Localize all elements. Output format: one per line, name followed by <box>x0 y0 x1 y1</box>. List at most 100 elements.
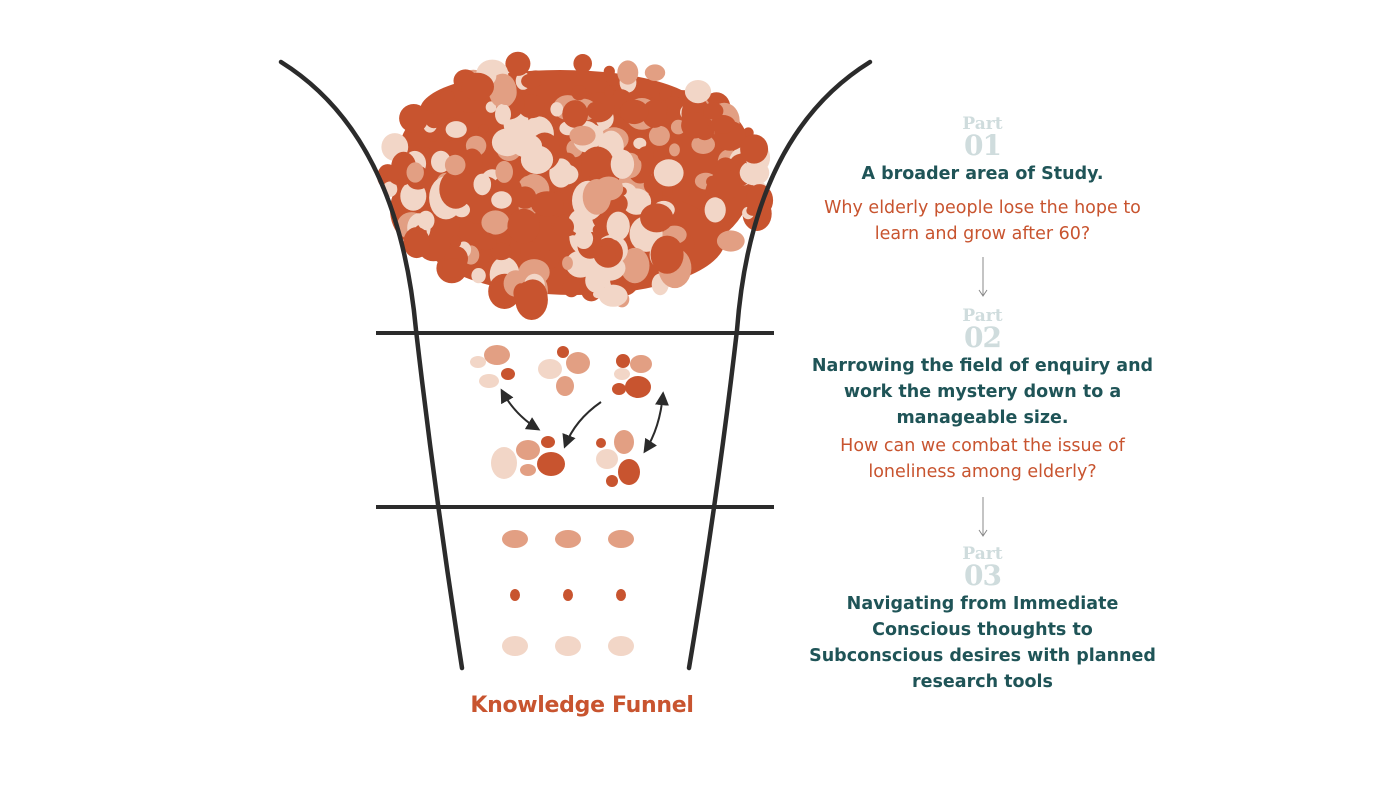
particle <box>618 459 640 485</box>
particle-row-3 <box>502 636 528 656</box>
particle <box>538 359 562 379</box>
particle <box>594 246 616 264</box>
particle <box>562 100 588 128</box>
particle-row-1 <box>608 530 634 548</box>
particle-row-3 <box>555 636 581 656</box>
particle <box>740 134 768 163</box>
particle <box>685 80 711 103</box>
particle <box>596 438 606 448</box>
particle <box>418 211 435 231</box>
particle <box>439 170 472 209</box>
particle <box>426 113 442 128</box>
curved-arrow-left <box>502 391 538 429</box>
particle <box>399 104 428 133</box>
part-01-number: 01 <box>790 133 1175 159</box>
part-02: Part 02 Narrowing the field of enquiry a… <box>790 307 1175 485</box>
particle <box>709 170 742 200</box>
particle <box>495 104 511 125</box>
part-03-number: 03 <box>790 563 1175 589</box>
particle <box>491 447 517 479</box>
particle <box>604 85 614 97</box>
funnel-particles <box>377 52 773 656</box>
particle-row-1 <box>502 530 528 548</box>
particle <box>516 440 540 460</box>
particle <box>612 383 626 395</box>
particle <box>501 368 515 380</box>
particle <box>475 232 497 250</box>
particle <box>651 236 684 274</box>
particle <box>575 229 594 249</box>
particle-row-2 <box>563 589 573 601</box>
particle <box>630 355 652 373</box>
particle <box>541 436 555 448</box>
particle <box>640 203 673 232</box>
particle-row-1 <box>555 530 581 548</box>
particle <box>606 475 618 487</box>
particle <box>705 197 726 222</box>
particle <box>495 161 513 183</box>
particle <box>520 242 540 262</box>
particle-row-2 <box>616 589 626 601</box>
particle <box>518 279 547 312</box>
part-02-heading: Narrowing the field of enquiry and work … <box>798 353 1168 431</box>
particle <box>596 449 618 469</box>
particle <box>556 376 574 396</box>
particle <box>521 74 541 89</box>
part-02-question: How can we combat the issue of lonelines… <box>798 433 1168 485</box>
particle <box>587 102 605 120</box>
particle <box>403 227 430 258</box>
particle <box>554 217 574 238</box>
particle <box>495 80 516 105</box>
particle <box>645 64 665 81</box>
particle <box>446 121 467 138</box>
particle <box>557 346 569 358</box>
particle <box>581 147 613 179</box>
part-01-question: Why elderly people lose the hope to lear… <box>803 195 1163 247</box>
curved-arrow-middle <box>565 402 601 446</box>
particle <box>669 143 680 156</box>
particle <box>445 155 466 175</box>
particle <box>666 96 682 110</box>
particle <box>611 150 634 179</box>
particle-row-2 <box>510 589 520 601</box>
particle <box>703 102 723 119</box>
parts-panel: Part 01 A broader area of Study. Why eld… <box>790 115 1175 695</box>
particle <box>470 356 486 368</box>
particle <box>481 210 509 234</box>
particle <box>717 230 745 251</box>
particle <box>583 179 611 215</box>
particle <box>478 125 489 134</box>
particle <box>531 191 564 216</box>
particle <box>556 165 578 185</box>
particle <box>620 100 649 124</box>
particle <box>625 376 651 398</box>
particle <box>649 126 670 146</box>
particle <box>638 146 654 163</box>
particle <box>614 430 634 454</box>
particle <box>573 54 592 73</box>
particle <box>442 258 464 277</box>
particle <box>617 60 638 84</box>
down-arrow-icon <box>977 255 989 299</box>
particle <box>471 268 485 283</box>
particle <box>505 52 530 76</box>
part-03: Part 03 Navigating from Immediate Consci… <box>790 545 1175 695</box>
particle <box>461 73 494 101</box>
particle <box>616 354 630 368</box>
particle <box>607 212 630 241</box>
particle <box>484 345 510 365</box>
part-01: Part 01 A broader area of Study. Why eld… <box>790 115 1175 247</box>
particle <box>479 374 499 388</box>
particle <box>599 285 628 307</box>
particle <box>566 352 590 374</box>
particle <box>563 277 580 298</box>
particle <box>562 256 573 270</box>
particle <box>607 74 619 86</box>
particle <box>747 200 759 211</box>
particle <box>407 162 424 182</box>
part-01-heading: A broader area of Study. <box>790 161 1175 187</box>
particle <box>614 368 630 380</box>
particle-row-3 <box>608 636 634 656</box>
particle <box>474 174 492 196</box>
